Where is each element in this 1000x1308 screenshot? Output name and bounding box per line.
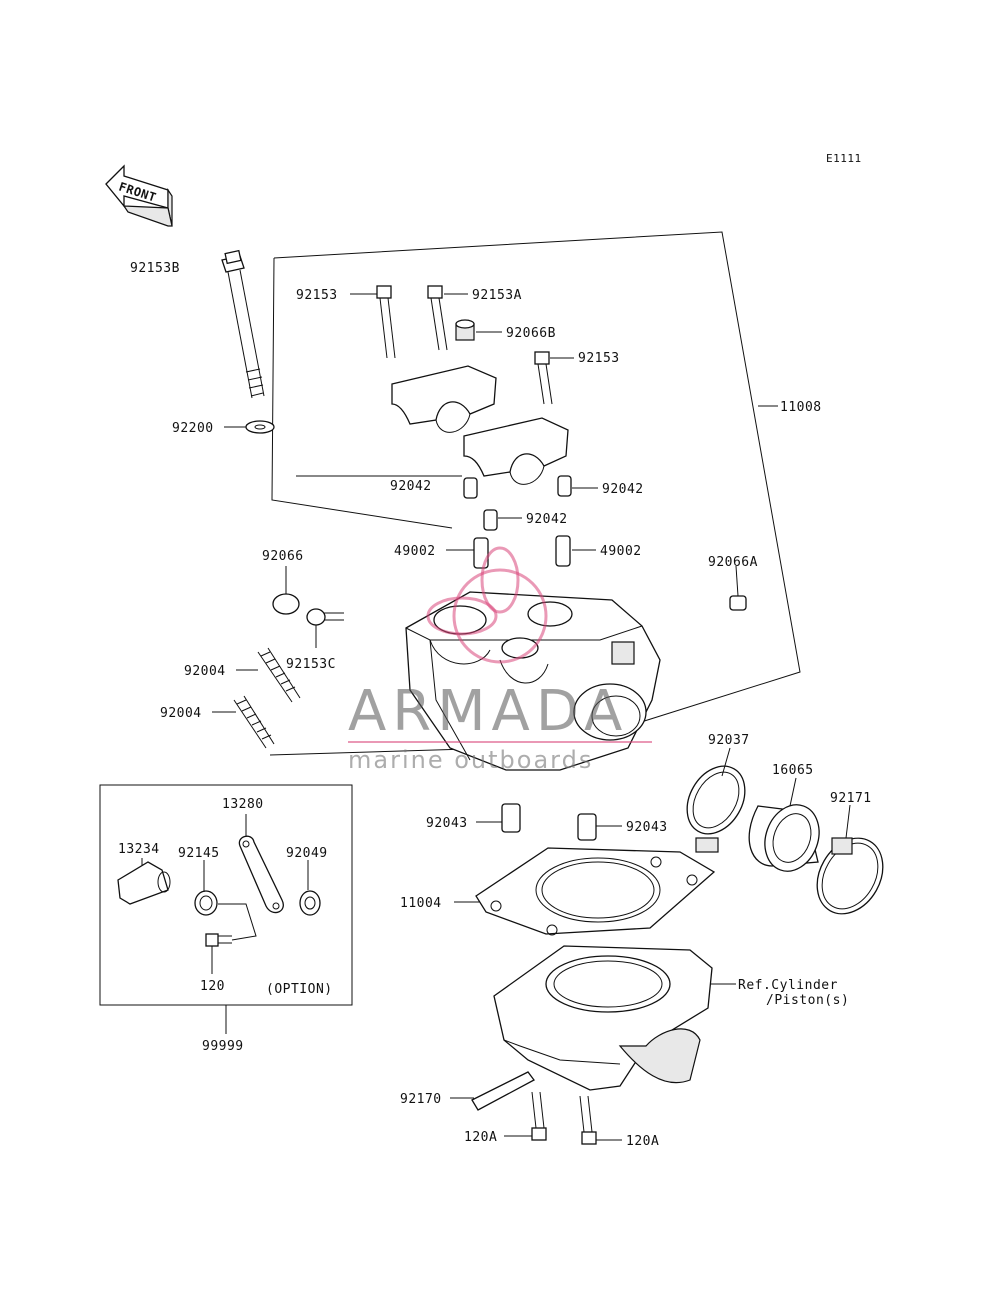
label-92171: 92171 [830, 791, 872, 806]
bolt-92153B [221, 249, 265, 399]
head-gasket-11004 [475, 847, 716, 936]
label-92145: 92145 [178, 846, 220, 861]
front-arrow-icon: FRONT [105, 164, 173, 227]
label-99999: 99999 [202, 1039, 244, 1054]
label-16065: 16065 [772, 763, 814, 778]
gasket-92037 [686, 765, 746, 853]
seal-92049 [299, 890, 321, 916]
bolt-120A-b [579, 1095, 597, 1145]
label-92042-c: 92042 [526, 512, 568, 527]
watermark: ARMADA marine outboards [348, 546, 652, 774]
bolt-92153-right [534, 351, 553, 405]
dowel-92042-c [483, 509, 498, 531]
label-13280: 13280 [222, 797, 264, 812]
label-92066: 92066 [262, 549, 304, 564]
intake-duct-16065 [748, 804, 820, 872]
label-92066A: 92066A [708, 555, 758, 570]
label-92004-a: 92004 [184, 664, 226, 679]
diagram-code: E1111 [826, 152, 862, 165]
bolt-120A-a [531, 1091, 547, 1141]
part-13234 [117, 861, 171, 905]
label-11004: 11004 [400, 896, 442, 911]
clamp-92171 [816, 837, 884, 915]
washer-92200 [245, 420, 275, 434]
label-92153-a: 92153 [296, 288, 338, 303]
oring-92145 [194, 890, 218, 916]
dowel-92042-b [557, 475, 572, 497]
label-92043-b: 92043 [626, 820, 668, 835]
label-92043-a: 92043 [426, 816, 468, 831]
label-92004-b: 92004 [160, 706, 202, 721]
watermark-tagline: marine outboards [348, 746, 593, 774]
stud-92004-b [233, 695, 275, 749]
label-92170: 92170 [400, 1092, 442, 1107]
label-92153C: 92153C [286, 657, 336, 672]
cylinder-head [405, 591, 661, 771]
label-92042-a: 92042 [390, 479, 432, 494]
dowel-92042-a [463, 477, 478, 499]
label-120A-b: 120A [626, 1134, 659, 1149]
lever-13280 [238, 835, 284, 914]
label-92037: 92037 [708, 733, 750, 748]
guide-49002-b [555, 535, 571, 567]
label-92200: 92200 [172, 421, 214, 436]
bolt-120 [205, 933, 232, 947]
label-92042-b: 92042 [602, 482, 644, 497]
label-ref-line2: /Piston(s) [766, 993, 849, 1008]
label-49002-a: 49002 [394, 544, 436, 559]
label-ref-line1: Ref.Cylinder [738, 978, 838, 993]
spacer-92066B [455, 319, 475, 341]
leader-lines [141, 293, 851, 1141]
part-labels: 92153B 92153 92153A 92066B 92153 11008 9… [118, 261, 872, 1149]
plug-92066 [272, 593, 300, 615]
label-92049: 92049 [286, 846, 328, 861]
label-120: 120 [200, 979, 225, 994]
stud-92004-a [257, 647, 301, 703]
label-120A-a: 120A [464, 1130, 497, 1145]
label-option: (OPTION) [266, 982, 333, 997]
bolt-92153C [306, 608, 344, 626]
label-92153B: 92153B [130, 261, 180, 276]
watermark-brand: ARMADA [348, 679, 628, 744]
label-92153-b: 92153 [578, 351, 620, 366]
label-13234: 13234 [118, 842, 160, 857]
label-92153A: 92153A [472, 288, 522, 303]
cylinder-ref [493, 945, 713, 1091]
chain-guide-92170 [471, 1071, 535, 1111]
camshaft-cap-upper [391, 365, 497, 433]
cap-92066A [729, 595, 747, 611]
dowel-92043-a [501, 803, 521, 833]
bolt-92153A [427, 285, 448, 351]
dowel-92043-b [577, 813, 597, 841]
bolt-92153-left [376, 285, 396, 359]
label-11008: 11008 [780, 400, 822, 415]
label-92066B: 92066B [506, 326, 556, 341]
camshaft-cap-lower [463, 417, 569, 485]
label-49002-b: 49002 [600, 544, 642, 559]
